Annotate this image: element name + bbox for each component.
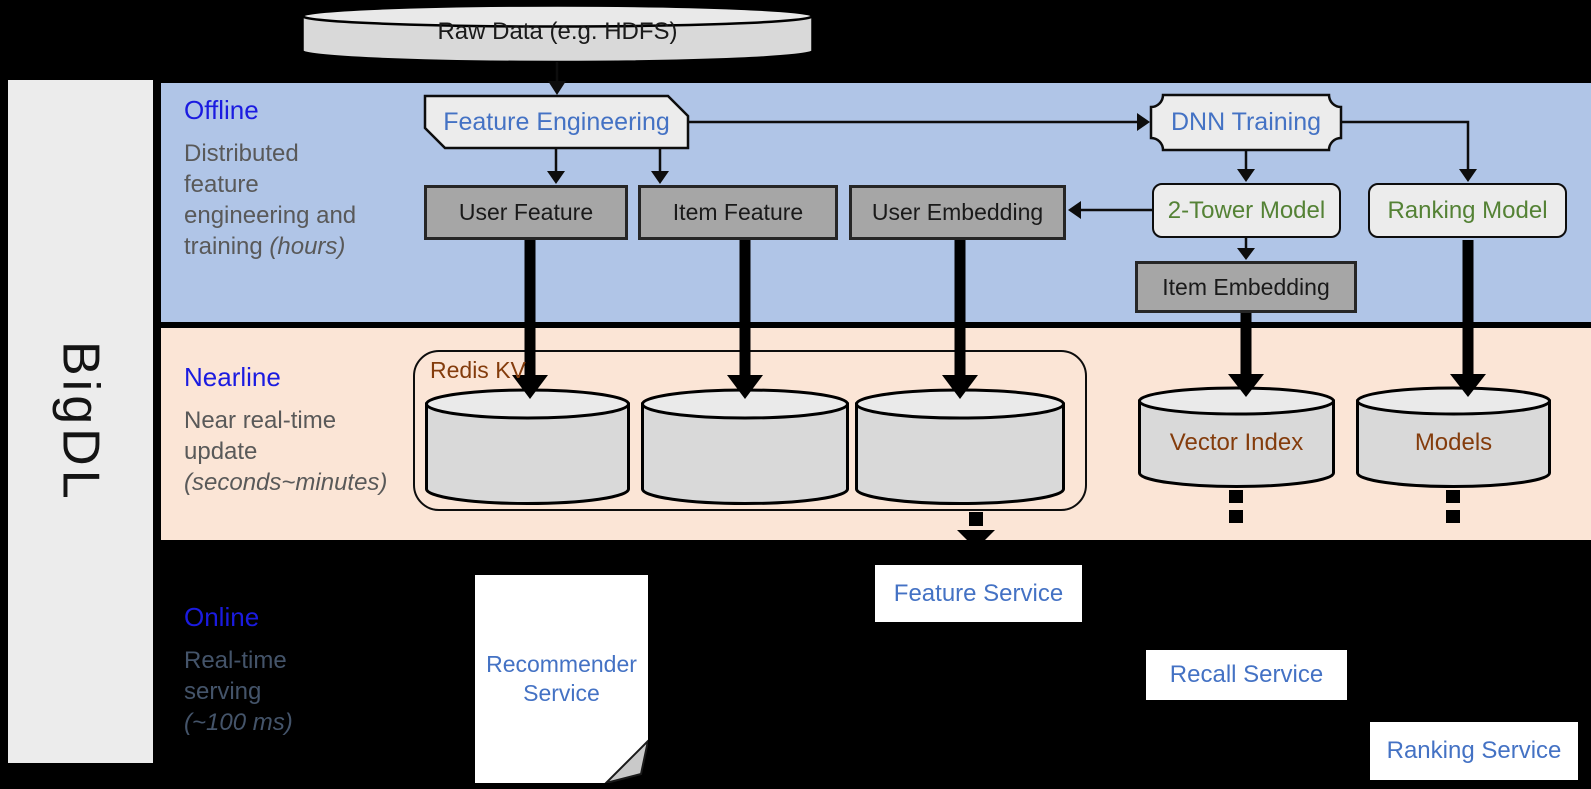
document-shape (475, 575, 648, 783)
redis-cylinder-1-body (425, 402, 630, 505)
redis-cylinder-3-top (855, 388, 1065, 420)
user-feature-node: User Feature (424, 185, 628, 240)
feature-engineering-label: Feature Engineering (443, 107, 670, 136)
ranking-service-node: Ranking Service (1370, 722, 1578, 780)
nearline-label: Nearline (184, 362, 281, 392)
raw-data-cylinder-top (301, 4, 814, 28)
redis-cylinder-2-body (641, 402, 849, 505)
user-embedding-node: User Embedding (849, 185, 1066, 240)
bigdl-brand-label: BigDL (51, 340, 110, 503)
offline-label: Offline (184, 95, 259, 125)
models-cylinder-body (1356, 399, 1551, 488)
online-desc-line2: serving (184, 678, 262, 705)
folded-corner-icon (604, 739, 648, 783)
vector-index-cylinder (1138, 386, 1335, 488)
models-label: Models (1414, 428, 1493, 456)
feature-service-node: Feature Service (875, 565, 1082, 622)
recommender-service-label: Recommender Service (486, 651, 637, 706)
two-tower-model-node: 2-Tower Model (1152, 183, 1341, 238)
online-label: Online (184, 602, 260, 632)
vector-index-cylinder-body (1138, 399, 1335, 488)
bigdl-sidebar-band: BigDL (8, 80, 153, 763)
online-desc-line1: Real-time (184, 647, 287, 674)
raw-data-cylinder-body (301, 14, 814, 64)
models-cylinder-top (1356, 386, 1551, 416)
redis-kv-label: Redis KV (430, 356, 526, 383)
offline-desc-line3: engineering and (184, 202, 357, 229)
vector-index-cylinder-top (1138, 386, 1335, 416)
offline-desc-line4: training (hours) (184, 233, 346, 260)
nearline-description: Near real-time update (seconds~minutes) (184, 405, 464, 498)
nearline-desc-line1: Near real-time (184, 407, 337, 434)
models-cylinder (1356, 386, 1551, 488)
redis-cylinder-3 (855, 388, 1065, 505)
offline-desc-line1: Distributed (184, 140, 299, 167)
offline-desc-line2: feature (184, 171, 259, 198)
offline-description: Distributed feature engineering and trai… (184, 138, 424, 262)
online-desc-line3: (~100 ms) (184, 709, 293, 736)
ranking-model-node: Ranking Model (1368, 183, 1567, 238)
online-description: Real-time serving (~100 ms) (184, 645, 414, 738)
item-embedding-node: Item Embedding (1135, 261, 1357, 313)
redis-cylinder-3-body (855, 402, 1065, 505)
recall-service-node: Recall Service (1146, 650, 1347, 700)
dnn-training-label: DNN Training (1170, 108, 1322, 136)
redis-cylinder-2-top (641, 388, 849, 420)
nearline-desc-line3: (seconds~minutes) (184, 469, 388, 496)
raw-data-label: Raw Data (e.g. HDFS) (437, 18, 678, 45)
raw-data-cylinder (301, 4, 814, 64)
item-feature-node: Item Feature (638, 185, 838, 240)
redis-cylinder-2 (641, 388, 849, 505)
redis-cylinder-1 (425, 388, 630, 505)
vector-index-label: Vector Index (1169, 428, 1304, 456)
nearline-desc-line2: update (184, 438, 258, 465)
recommender-service-document (475, 575, 648, 783)
